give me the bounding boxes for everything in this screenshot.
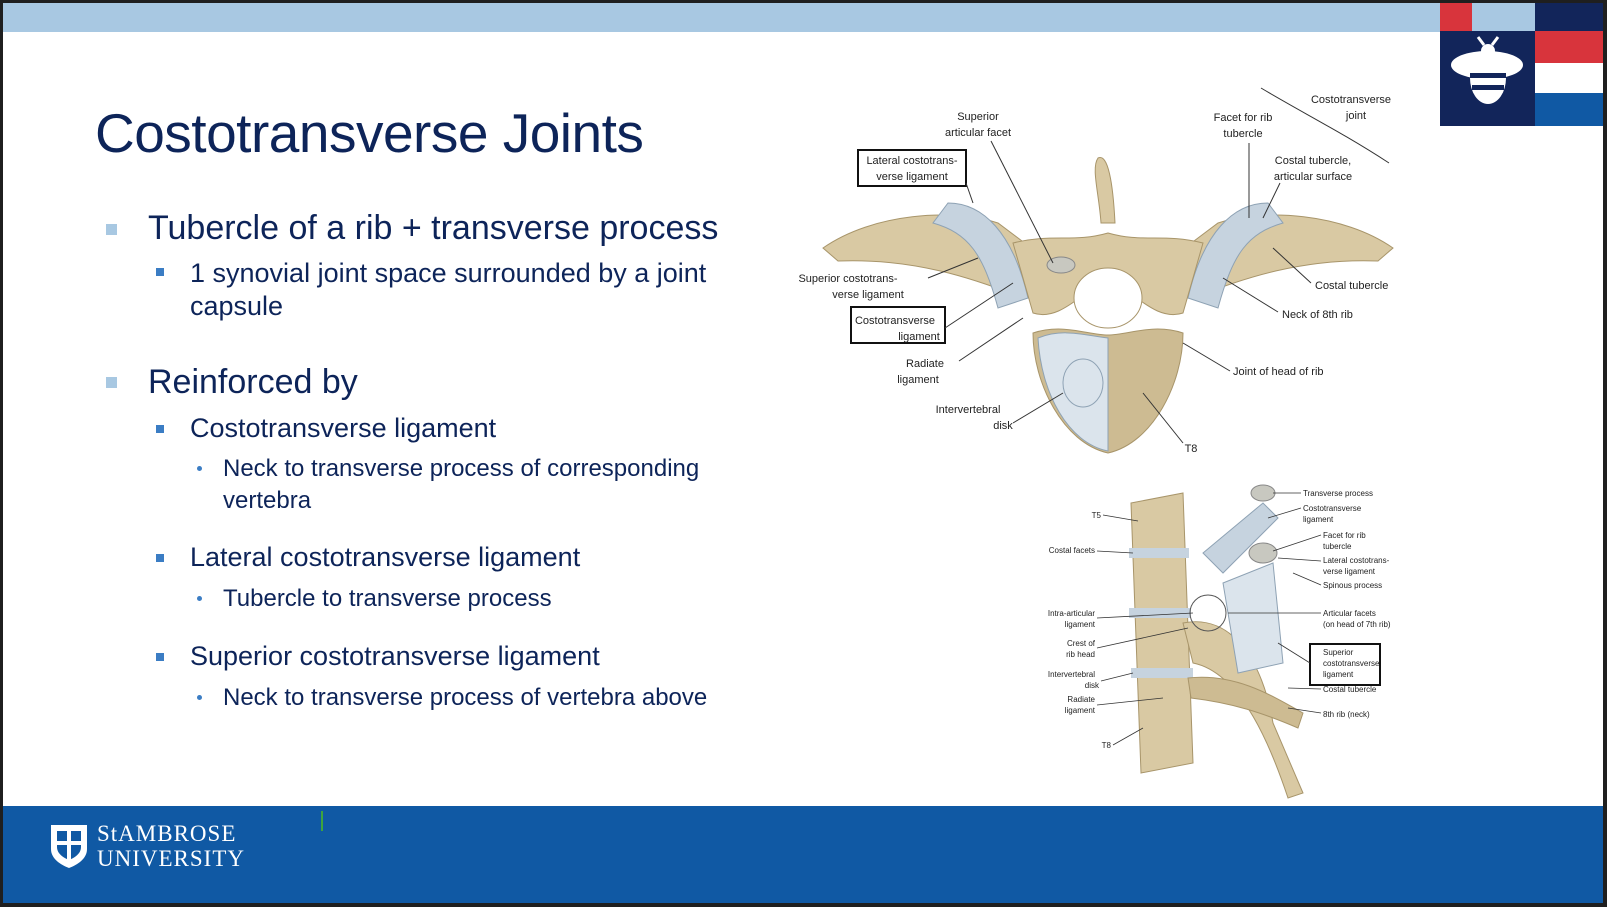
slide-title: Costotransverse Joints — [95, 102, 644, 164]
label-costotransverse-2: ligament — [1303, 515, 1334, 524]
costotransverse-superior-view-illustration: Superior articular facet Facet for rib t… — [798, 87, 1394, 455]
label-t8-bottom: T8 — [1102, 741, 1112, 750]
label-lateral-costotrans-2: verse ligament — [876, 171, 948, 183]
bullet-marker — [106, 224, 117, 235]
bullet-marker — [106, 377, 117, 388]
label-superior-costotrans-2: verse ligament — [832, 289, 904, 301]
label-lateral-costotrans-b1: Lateral costotrans- — [1323, 556, 1390, 565]
label-costal-tubercle-surface-2: articular surface — [1274, 171, 1352, 183]
bullet-l3-neck-line2: vertebra — [223, 487, 312, 514]
label-costal-tubercle-b: Costal tubercle — [1323, 685, 1377, 694]
label-crest-rib-head-2: rib head — [1066, 650, 1095, 659]
label-costotransverse-joint-2: joint — [1345, 110, 1366, 122]
bullet-l2-synovial-line2: capsule — [190, 291, 284, 321]
slide: Costotransverse Joints Tubercle of a rib… — [3, 3, 1603, 903]
label-crest-rib-head-1: Crest of — [1067, 639, 1096, 648]
bee-logo-icon — [1440, 3, 1603, 126]
label-costotransverse-1: Costotransverse — [1303, 504, 1362, 513]
label-intervertebral-1: Intervertebral — [936, 404, 1001, 416]
bullet-marker — [156, 268, 164, 276]
label-superior-articular-facet-1: Superior — [957, 111, 999, 123]
university-name-line2: UNIVERSITY — [97, 846, 245, 871]
label-superior-costotrans-b3: ligament — [1323, 670, 1354, 679]
label-costal-facets: Costal facets — [1049, 546, 1095, 555]
label-costal-tubercle: Costal tubercle — [1315, 280, 1388, 292]
label-costotransverse-lig-1: Costotransverse — [855, 315, 935, 327]
label-t8: T8 — [1185, 443, 1198, 455]
label-lateral-costotrans-1: Lateral costotrans- — [866, 155, 957, 167]
bullet-l1-tubercle: Tubercle of a rib + transverse process — [148, 209, 719, 247]
bullet-l3-neck-above: Neck to transverse process of vertebra a… — [223, 684, 708, 711]
label-radiate-2: ligament — [897, 374, 939, 386]
label-t5: T5 — [1092, 511, 1102, 520]
label-intervertebral-2: disk — [993, 420, 1013, 432]
bullet-l3-tubercle: Tubercle to transverse process — [223, 585, 552, 612]
footer-marker — [321, 811, 323, 831]
label-facet-tubercle-1: Facet for rib — [1323, 531, 1366, 540]
label-radiate-1: Radiate — [906, 358, 944, 370]
bullet-l2-costotransverse-ligament: Costotransverse ligament — [190, 413, 497, 443]
costotransverse-lateral-view-illustration: T5 Costal facets Intra-articular ligamen… — [1048, 484, 1391, 799]
label-facet-rib-tubercle-2: tubercle — [1223, 128, 1262, 140]
label-articular-facets-1: Articular facets — [1323, 609, 1376, 618]
label-joint-head-rib: Joint of head of rib — [1233, 366, 1324, 378]
label-transverse-process: Transverse process — [1303, 489, 1373, 498]
bullet-l3-neck-line1: Neck to transverse process of correspond… — [223, 455, 700, 482]
bullet-l2-synovial-line1: 1 synovial joint space surrounded by a j… — [190, 258, 707, 288]
university-name-line1: StAMBROSE — [97, 821, 237, 846]
label-intra-articular-1: Intra-articular — [1048, 609, 1095, 618]
bullet-marker — [197, 596, 202, 601]
bullet-marker — [197, 466, 202, 471]
bullet-l2-lateral-ligament: Lateral costotransverse ligament — [190, 542, 581, 572]
label-superior-articular-facet-2: articular facet — [945, 127, 1011, 139]
label-superior-costotrans-b2: costotransverse — [1323, 659, 1380, 668]
bullet-marker — [156, 425, 164, 433]
bullet-l2-superior-ligament: Superior costotransverse ligament — [190, 641, 600, 671]
label-radiate-ligament-1: Radiate — [1067, 695, 1095, 704]
bullet-marker — [197, 695, 202, 700]
label-articular-facets-2: (on head of 7th rib) — [1323, 620, 1391, 629]
label-intra-articular-2: ligament — [1065, 620, 1096, 629]
label-lateral-costotrans-b2: verse ligament — [1323, 567, 1376, 576]
label-8th-rib-neck: 8th rib (neck) — [1323, 710, 1370, 719]
university-crest-icon — [51, 825, 87, 868]
label-radiate-ligament-2: ligament — [1065, 706, 1096, 715]
label-costotransverse-joint-1: Costotransverse — [1311, 94, 1391, 106]
bullet-marker — [156, 653, 164, 661]
label-intervertebral-disk-2: disk — [1085, 681, 1100, 690]
label-superior-costotrans-1: Superior costotrans- — [798, 273, 897, 285]
top-band — [3, 3, 1603, 32]
label-superior-costotrans-b1: Superior — [1323, 648, 1354, 657]
label-neck-8th-rib: Neck of 8th rib — [1282, 309, 1353, 321]
label-spinous-process: Spinous process — [1323, 581, 1382, 590]
bullet-l1-reinforced: Reinforced by — [148, 363, 358, 401]
label-costotransverse-lig-2: ligament — [898, 331, 940, 343]
label-facet-tubercle-2: tubercle — [1323, 542, 1352, 551]
label-intervertebral-disk-1: Intervertebral — [1048, 670, 1095, 679]
footer-band — [3, 806, 1603, 903]
bullet-marker — [156, 554, 164, 562]
label-facet-rib-tubercle-1: Facet for rib — [1214, 112, 1273, 124]
label-costal-tubercle-surface-1: Costal tubercle, — [1275, 155, 1351, 167]
